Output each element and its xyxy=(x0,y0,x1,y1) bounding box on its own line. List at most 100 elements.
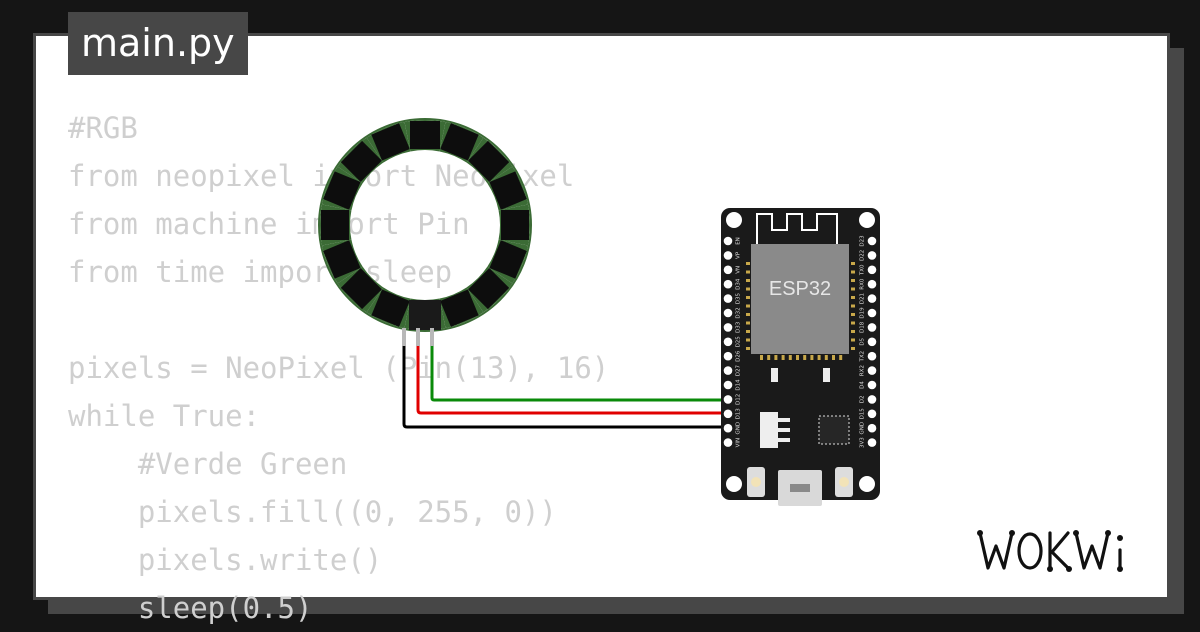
pin-tx2[interactable] xyxy=(867,351,877,361)
ring-led xyxy=(366,122,411,163)
pin-d4[interactable] xyxy=(867,380,877,390)
pin-label: RX2 xyxy=(860,365,866,376)
ring-led xyxy=(498,204,530,246)
code-line: #RGB xyxy=(68,111,138,145)
pin-vin[interactable] xyxy=(723,438,733,447)
pin-gnd[interactable] xyxy=(867,423,877,433)
right-pin-header: D23D22TX0RX0D21D19D18D5TX2RX2D4D2D15GND3… xyxy=(860,235,877,448)
regulator-leg xyxy=(778,438,790,442)
ring-led xyxy=(322,239,363,284)
code-line: pixels.fill((0, 255, 0)) xyxy=(68,495,557,529)
pin-label: D26 xyxy=(736,350,742,362)
usb-port-opening xyxy=(790,484,810,492)
ring-pin-gnd xyxy=(402,328,406,346)
pin-d2[interactable] xyxy=(867,395,877,404)
boot-button-cap xyxy=(839,477,849,487)
pin-d22[interactable] xyxy=(867,251,877,260)
pin-d32[interactable] xyxy=(723,308,733,318)
pin-d33[interactable] xyxy=(723,323,733,332)
pin-label: TX2 xyxy=(860,351,866,363)
pin-label: D4 xyxy=(860,381,866,389)
pin-label: D13 xyxy=(736,408,742,420)
ring-pin-din xyxy=(430,328,434,346)
chip-label: ESP32 xyxy=(769,278,831,300)
wire-ground[interactable] xyxy=(402,344,728,429)
pin-label: RX0 xyxy=(860,278,866,290)
pin-rx2[interactable] xyxy=(867,366,877,375)
ring-led xyxy=(404,120,446,152)
pin-label: VP xyxy=(736,251,742,259)
pin-label: TX0 xyxy=(860,264,866,276)
code-line: from time import sleep xyxy=(68,255,453,289)
ring-led xyxy=(487,239,528,284)
mount-hole xyxy=(859,476,875,492)
pin-label: D33 xyxy=(736,321,742,333)
pin-d14[interactable] xyxy=(723,380,733,390)
pin-tx0[interactable] xyxy=(867,265,877,275)
code-line: sleep(0.5) xyxy=(68,591,313,625)
pin-label: D27 xyxy=(736,364,742,376)
pin-d5[interactable] xyxy=(867,337,877,347)
pin-d26[interactable] xyxy=(723,351,733,361)
pin-d34[interactable] xyxy=(723,279,733,289)
pin-label: D25 xyxy=(736,336,742,348)
pin-vp[interactable] xyxy=(723,251,733,260)
pin-d13[interactable] xyxy=(723,409,733,419)
pin-3v3[interactable] xyxy=(867,438,877,447)
pin-d15[interactable] xyxy=(867,409,877,419)
pin-label: VIN xyxy=(736,438,742,448)
pin-label: D2 xyxy=(860,396,866,404)
code-line: #Verde Green xyxy=(68,447,348,481)
ring-led xyxy=(337,137,384,184)
mount-hole xyxy=(726,212,742,228)
regulator-leg xyxy=(778,418,790,422)
pin-d18[interactable] xyxy=(867,323,877,332)
ring-led xyxy=(322,166,363,211)
code-line: pixels = NeoPixel (Pin(13), 16) xyxy=(68,351,610,385)
antenna-trace xyxy=(756,213,838,244)
pin-label: D32 xyxy=(736,307,742,318)
pin-d25[interactable] xyxy=(723,337,733,347)
pin-label: D15 xyxy=(860,408,866,420)
pin-label: D14 xyxy=(736,379,742,391)
pin-d23[interactable] xyxy=(867,236,877,246)
ring-led xyxy=(439,287,484,328)
pin-gnd[interactable] xyxy=(723,423,733,433)
pin-label: D19 xyxy=(860,307,866,319)
mount-hole xyxy=(859,212,875,228)
ring-led xyxy=(366,287,411,328)
pin-label: VN xyxy=(736,266,742,274)
ring-led xyxy=(466,266,513,313)
pin-label: D34 xyxy=(736,278,742,290)
smd-component xyxy=(771,368,778,382)
pin-vn[interactable] xyxy=(723,265,733,275)
wire-power[interactable] xyxy=(416,344,728,415)
ring-led xyxy=(439,122,484,163)
wires xyxy=(402,344,728,429)
pin-d27[interactable] xyxy=(723,366,733,375)
pin-d21[interactable] xyxy=(867,294,877,303)
pin-en[interactable] xyxy=(723,236,733,246)
ring-led xyxy=(487,166,528,211)
wire-data[interactable] xyxy=(430,344,728,402)
usb-uart-chip xyxy=(818,415,850,445)
esp32-board[interactable]: ESP32 ENVPVND34D35D32D33D25D26D27D14D12D… xyxy=(721,208,880,506)
left-pin-header: ENVPVND34D35D32D33D25D26D27D14D12D13GNDV… xyxy=(723,236,742,448)
smd-component xyxy=(823,368,830,382)
pin-label: GND xyxy=(860,422,866,435)
pin-label: D35 xyxy=(736,292,742,304)
pin-label: D22 xyxy=(860,250,866,261)
pin-rx0[interactable] xyxy=(867,279,877,289)
file-tab[interactable]: main.py xyxy=(68,12,248,75)
pin-d12[interactable] xyxy=(723,395,733,404)
neopixel-ring[interactable] xyxy=(318,118,532,346)
ring-connector xyxy=(409,300,441,330)
pin-d35[interactable] xyxy=(723,294,733,303)
pin-d19[interactable] xyxy=(867,308,877,318)
pin-label: D23 xyxy=(860,235,866,247)
wokwi-logo[interactable] xyxy=(974,524,1154,580)
pin-label: EN xyxy=(736,237,742,245)
pin-label: 3V3 xyxy=(860,437,866,448)
